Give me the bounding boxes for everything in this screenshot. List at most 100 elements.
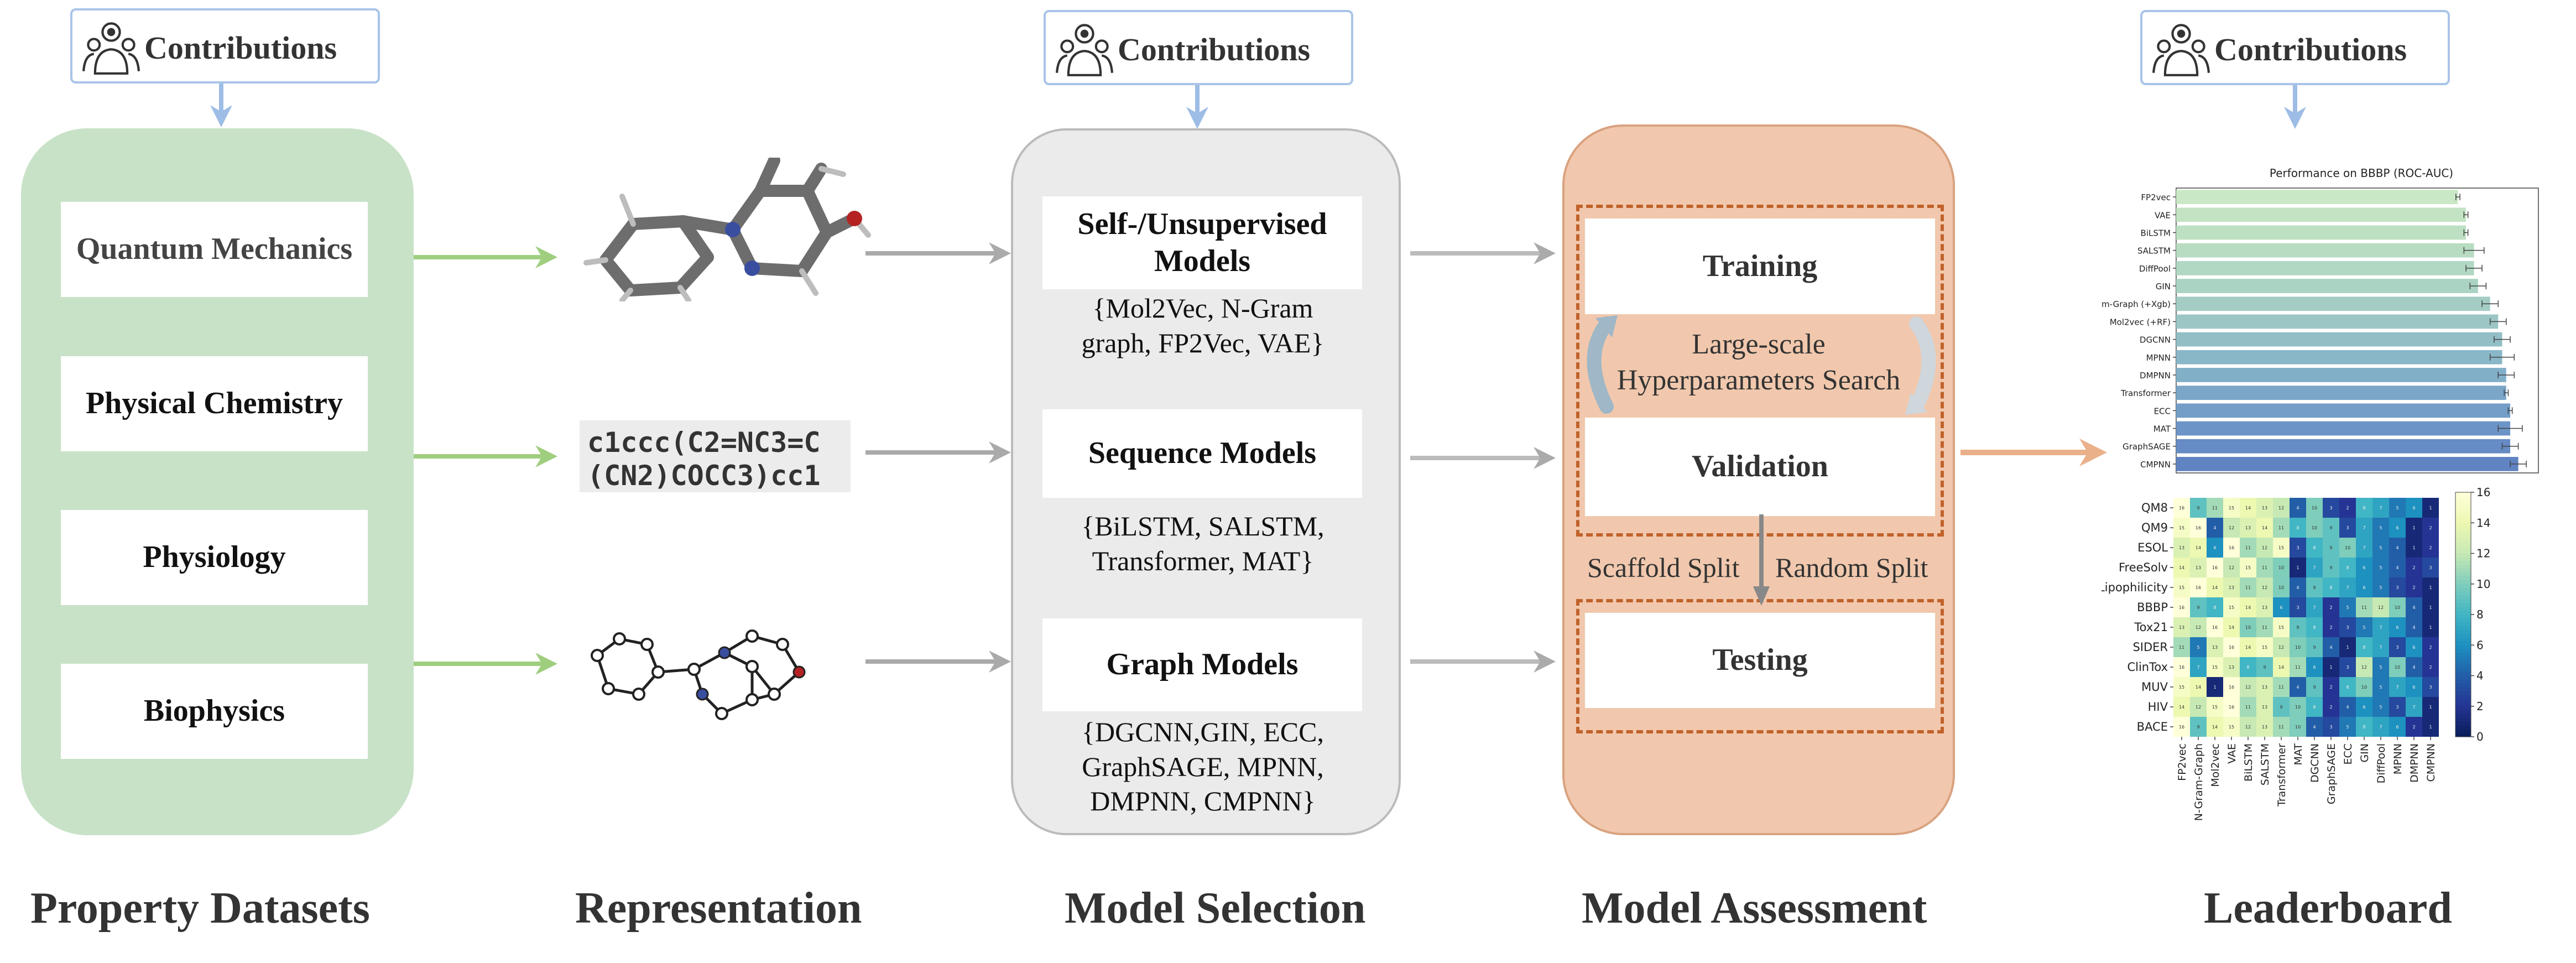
heatmap-cell	[2323, 697, 2339, 717]
heatmap-cell-value: 16	[2229, 705, 2234, 710]
heatmap-cell-value: 10	[2278, 565, 2284, 570]
heatmap-cell	[2306, 558, 2323, 577]
heatmap-cell	[2223, 498, 2240, 518]
colorbar-segment	[2455, 549, 2471, 554]
colorbar-segment	[2455, 530, 2471, 535]
heatmap-cell-value: 3	[2429, 565, 2432, 570]
contributions-label: Contributions	[144, 30, 337, 66]
heatmap-cell	[2372, 498, 2389, 518]
colorbar-segment	[2455, 584, 2471, 589]
colorbar-segment	[2455, 710, 2471, 715]
heatmap-cell	[2190, 657, 2207, 677]
heatmap-cell	[2173, 597, 2190, 617]
heatmap-cell-value: 12	[2229, 525, 2234, 530]
heatmap-cell	[2256, 657, 2273, 677]
heatmap-cell	[2173, 538, 2190, 558]
heatmap-cell	[2389, 558, 2406, 577]
heatmap-cell-value: 11	[2245, 545, 2251, 550]
heatmap-cell-value: 4	[2296, 585, 2299, 590]
heatmap-cell-value: 7	[2363, 525, 2365, 530]
heatmap-cell	[2290, 697, 2306, 717]
heatmap-col-label: DMPNN	[2408, 743, 2421, 783]
heatmap-cell	[2372, 597, 2389, 617]
colorbar-segment	[2455, 523, 2471, 527]
bar-category-label: Transformer	[2120, 388, 2171, 398]
colorbar-segment	[2455, 729, 2471, 733]
heatmap-cell-value: 2	[2412, 585, 2415, 590]
heatmap-cell	[2273, 617, 2290, 637]
colorbar-tick-label: 6	[2476, 638, 2484, 652]
heatmap-cell	[2256, 677, 2273, 697]
heatmap-cell-value: 4	[2412, 625, 2415, 630]
heatmap-cell-value: 12	[2245, 685, 2251, 690]
heatmap-cell-value: 3	[2296, 605, 2299, 610]
heatmap-cell-value: 12	[2278, 506, 2284, 511]
heatmap-cell-value: 1	[2429, 585, 2432, 590]
heatmap-cell	[2372, 677, 2389, 697]
heatmap-cell-value: 8	[2329, 585, 2332, 590]
heatmap-cell	[2207, 538, 2223, 558]
heatmap-cell	[2339, 697, 2356, 717]
hps-cycle-arrows	[1587, 315, 1936, 415]
colorbar-segment	[2455, 527, 2471, 531]
heatmap-cell	[2173, 657, 2190, 677]
heatmap-cell-value: 2	[2329, 705, 2332, 710]
heatmap-cell-value: 3	[2346, 625, 2349, 630]
model-list-line: {Mol2Vec, N-Gram	[1092, 293, 1313, 324]
colorbar-segment	[2455, 569, 2471, 573]
heatmap-cell-value: 7	[2379, 725, 2382, 730]
heatmap-cell	[2306, 697, 2323, 717]
heatmap-cell-value: 11	[2278, 725, 2284, 730]
graph-models-card: Graph Models	[1042, 618, 1362, 711]
heatmap-cell-value: 2	[2429, 645, 2432, 650]
heatmap-cell-value: 11	[2278, 685, 2284, 690]
heatmap-cell	[2207, 717, 2223, 737]
heatmap-cell	[2406, 577, 2422, 597]
heatmap-cell-value: 14	[2212, 585, 2218, 590]
heatmap-cell-value: 12	[2278, 645, 2284, 650]
heatmap-cell-value: 9	[2313, 645, 2316, 650]
heatmap-cell-value: 5	[2379, 525, 2382, 530]
heatmap-cell-value: 14	[2245, 645, 2251, 650]
heatmap-cell	[2339, 558, 2356, 577]
heatmap-cell-value: 9	[2313, 585, 2316, 590]
heatmap-cell	[2256, 697, 2273, 717]
heatmap-cell-value: 5	[2379, 565, 2382, 570]
heatmap-cell-value: 15	[2278, 625, 2284, 630]
colorbar-segment	[2455, 492, 2471, 497]
model-list-line: Transformer, MAT}	[1092, 545, 1314, 576]
heatmap-cell	[2356, 697, 2372, 717]
heatmap-cell	[2173, 677, 2190, 697]
heatmap-cell-value: 14	[2245, 506, 2251, 511]
bar-CMPNN	[2176, 457, 2518, 471]
colorbar-segment	[2455, 668, 2471, 673]
heatmap-cell-value: 9	[2329, 525, 2332, 530]
heatmap-cell-value: 2	[2412, 565, 2415, 570]
heatmap-cell-value: 15	[2179, 585, 2184, 590]
hps-line-1: Large-scale	[1692, 329, 1826, 360]
heatmap-cell-value: 9	[2263, 665, 2266, 670]
heatmap-cell-value: 16	[2229, 685, 2234, 690]
self-unsupervised-title-line1: Self-/Unsupervised	[1077, 206, 1327, 241]
heatmap-cell	[2240, 597, 2256, 617]
heatmap-cell-value: 8	[2313, 705, 2316, 710]
colorbar-tick-label: 16	[2476, 487, 2490, 499]
heatmap-cell-value: 3	[2396, 705, 2398, 710]
heatmap-cell	[2290, 558, 2306, 577]
heatmap-cell-value: 12	[2361, 665, 2367, 670]
heatmap-cell-value: 8	[2346, 685, 2349, 690]
model-list-line: GraphSAGE, MPNN,	[1082, 751, 1324, 782]
heatmap-cell-value: 7	[2197, 665, 2199, 670]
heatmap-cell-value: 9	[2329, 565, 2332, 570]
heatmap-cell	[2339, 498, 2356, 518]
heatmap-cell	[2207, 677, 2223, 697]
heatmap-cell-value: 2	[2329, 625, 2332, 630]
heatmap-cell	[2406, 558, 2422, 577]
heatmap-cell	[2356, 657, 2372, 677]
heatmap-cell-value: 11	[2179, 645, 2184, 650]
heatmap-cell-value: 10	[2295, 705, 2301, 710]
heatmap-row-label: BBBP	[2137, 601, 2168, 614]
heatmap-cell-value: 12	[2196, 705, 2201, 710]
heatmap-cell	[2356, 717, 2372, 737]
heatmap-cell	[2190, 617, 2207, 637]
